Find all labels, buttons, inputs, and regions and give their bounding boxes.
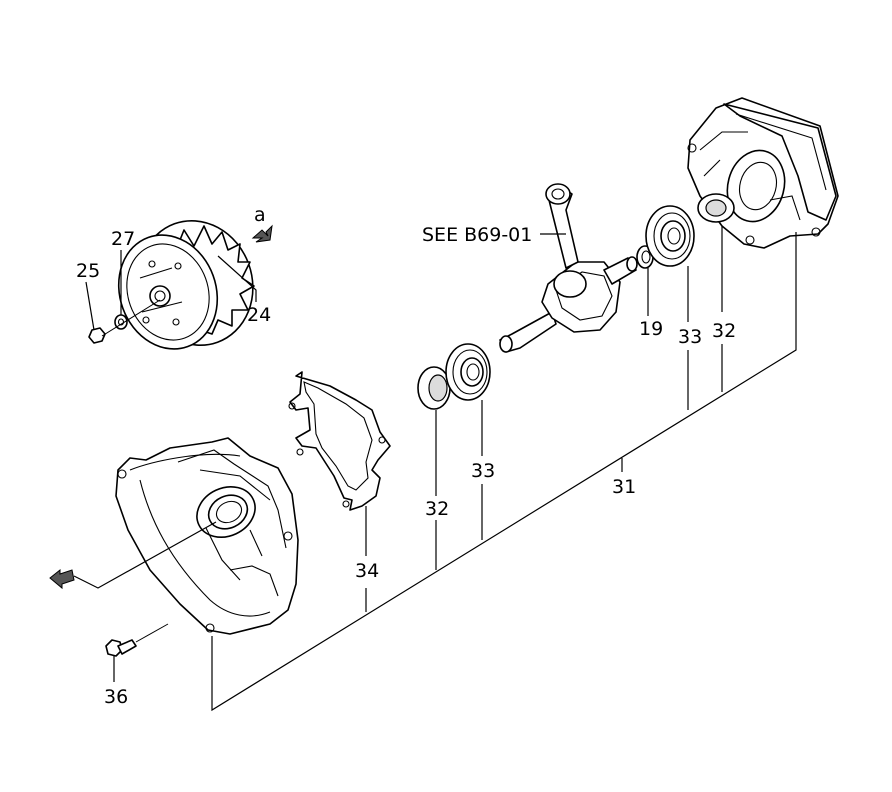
callout-25: 25 xyxy=(76,260,101,282)
callout-32-rear: 32 xyxy=(712,320,737,342)
crankcase-left xyxy=(115,437,299,635)
callout-19: 19 xyxy=(639,318,664,340)
callout-27: 27 xyxy=(111,228,136,250)
bearing-front xyxy=(445,343,491,401)
callout-32-front: 32 xyxy=(425,498,450,520)
bearing-rear xyxy=(645,205,695,267)
crankcase-right xyxy=(687,97,839,249)
crankshaft-assembly xyxy=(499,183,638,353)
bolt-36 xyxy=(105,623,169,657)
callout-33-rear: 33 xyxy=(678,326,703,348)
view-marker-label: a xyxy=(254,204,266,226)
callout-34: 34 xyxy=(355,560,380,582)
callout-33-front: 33 xyxy=(471,460,496,482)
flywheel xyxy=(117,219,255,350)
callout-24: 24 xyxy=(247,304,272,326)
nut-25 xyxy=(88,327,106,344)
gasket-34 xyxy=(289,371,391,511)
see-reference-label: SEE B69-01 xyxy=(422,224,533,246)
callout-36: 36 xyxy=(104,686,129,708)
direction-arrow xyxy=(49,568,75,590)
view-arrow-a xyxy=(251,224,273,243)
callout-31: 31 xyxy=(612,476,637,498)
